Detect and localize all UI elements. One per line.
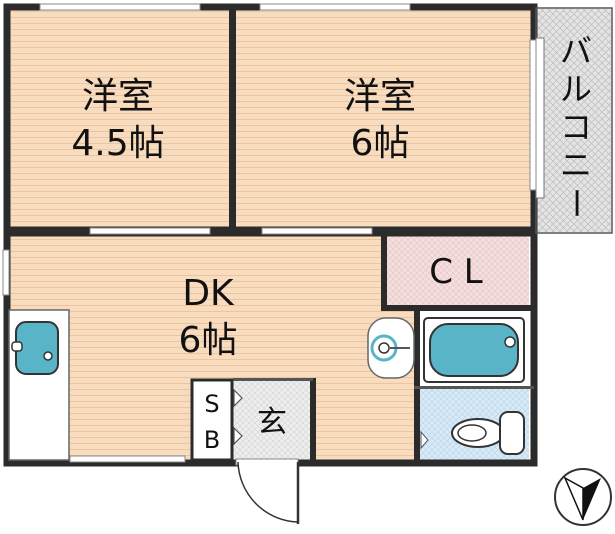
door-opening-room1 — [89, 227, 211, 235]
window-bottom — [69, 455, 186, 463]
door-opening-room2 — [261, 227, 373, 235]
door-swing-icon — [235, 458, 300, 524]
window-left — [2, 249, 10, 296]
entrance-label: 玄 — [257, 405, 287, 440]
room-divider-wall — [229, 7, 236, 233]
balcony-railing — [535, 37, 545, 199]
balcony-char-4: ニ — [560, 146, 592, 184]
dining-kitchen-size: 6帖 — [179, 320, 238, 361]
bath-toilet-divider — [414, 386, 534, 389]
western-room-2-name: 洋室 — [344, 76, 416, 117]
entrance-top-line — [233, 378, 313, 381]
western-room-1-name: 洋室 — [82, 76, 154, 117]
window-top-left — [39, 3, 201, 11]
western-room-1-size: 4.5帖 — [71, 123, 164, 164]
balcony-char-3: コ — [560, 108, 592, 146]
svg-text:ー: ー — [557, 187, 595, 219]
closet-wall — [381, 232, 387, 310]
closet-bottom-wall — [381, 305, 534, 311]
window-top-right — [259, 3, 411, 11]
sink-icon — [11, 321, 59, 375]
balcony-char-5: ー — [557, 187, 595, 219]
bathtub-icon — [423, 317, 525, 383]
western-room-1-floor — [9, 9, 231, 229]
shoe-box — [190, 378, 234, 462]
balcony-door — [529, 39, 537, 191]
balcony-floor — [536, 9, 611, 232]
balcony-char-2: ル — [560, 70, 592, 108]
wash-basin-icon — [367, 317, 415, 379]
entrance-floor — [233, 381, 310, 459]
dining-kitchen-name: DK — [182, 273, 235, 314]
north-arrow-icon — [554, 468, 612, 526]
western-room-2-size: 6帖 — [351, 123, 410, 164]
closet-label: C L — [429, 252, 483, 292]
entrance-wall — [310, 378, 316, 462]
bathroom-left-wall — [414, 305, 420, 463]
closet-floor — [386, 236, 529, 307]
shoe-box-char-1: S — [204, 390, 219, 418]
western-room-2-floor — [235, 9, 532, 229]
toilet-door-marker — [420, 430, 429, 450]
balcony-char-1: バ — [560, 32, 592, 70]
shoe-box-char-2: B — [204, 426, 220, 454]
shoebox-door-marker-bottom — [233, 426, 243, 446]
toilet-icon — [451, 411, 525, 455]
shoebox-door-marker-top — [233, 388, 243, 408]
